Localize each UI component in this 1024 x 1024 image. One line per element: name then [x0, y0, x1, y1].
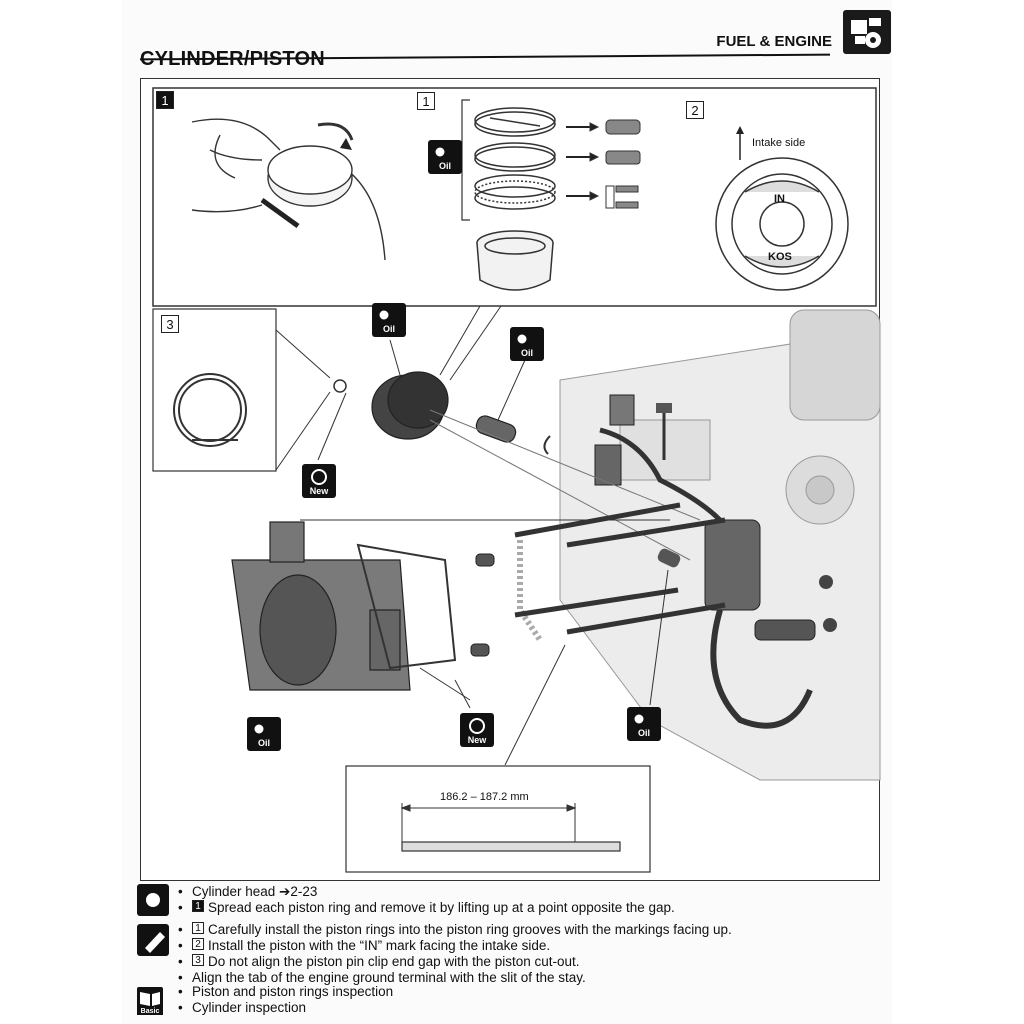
callout-1-solid: 1 — [156, 91, 174, 109]
callout-3-outline: 3 — [161, 315, 179, 333]
new-badge-label: New — [309, 486, 329, 496]
piston-top-view-illustration — [715, 157, 849, 291]
stud-length-detail-box — [345, 765, 651, 873]
piston-pin-clip-illustration — [173, 373, 247, 447]
oil-badge-piston — [372, 303, 406, 337]
hands-removing-ring-illustration — [191, 118, 386, 261]
oil-badge-label: Oil — [438, 161, 451, 171]
stud-length-dimension: 186.2 – 187.2 mm — [440, 791, 529, 803]
oil-badge-rings — [428, 140, 462, 174]
detail-box-clip — [152, 308, 277, 472]
oil-badge-icons — [247, 140, 661, 751]
new-badge-icons — [302, 464, 494, 747]
intake-side-label: Intake side — [752, 137, 806, 149]
ring-mark-kos: KOS — [768, 251, 792, 263]
piston-main-illustration — [371, 371, 517, 443]
oil-badge-label: Oil — [382, 324, 395, 334]
oil-badge-pin — [510, 327, 544, 361]
oil-badge-stud — [627, 707, 661, 741]
direction-arrow — [260, 197, 300, 229]
ring-mark-in: IN — [774, 193, 785, 205]
note-line: •Piston and piston rings inspection — [178, 984, 394, 999]
oil-badge-label: Oil — [257, 738, 270, 748]
new-badge-gasket — [460, 713, 494, 747]
chapter-title: FUEL & ENGINE — [716, 33, 832, 50]
piston-illustration — [476, 230, 554, 291]
oil-badge-label: Oil — [520, 348, 533, 358]
stud-dimension-illustration — [400, 803, 621, 852]
note-line: •Cylinder head ➔2-23 — [178, 884, 318, 899]
ring-profile-illustration — [566, 119, 641, 209]
callout-2-outline: 2 — [686, 101, 704, 119]
section-title: CYLINDER/PISTON — [140, 48, 325, 70]
callout-1-outline: 1 — [417, 92, 435, 110]
cylinder-block-illustration — [231, 521, 411, 691]
oil-badge-label: Oil — [637, 728, 650, 738]
engine-chapter-icon — [843, 10, 891, 54]
note-line: •Align the tab of the engine ground term… — [178, 970, 586, 985]
oil-badge-cylinder — [247, 717, 281, 751]
new-badge-label: New — [467, 735, 487, 745]
basic-manual-label: Basic — [137, 1008, 163, 1015]
piston-ring-stack-illustration — [474, 107, 556, 210]
note-line: •Cylinder inspection — [178, 1000, 307, 1015]
new-badge-clip — [302, 464, 336, 498]
ignition-coil-wiring-illustration — [594, 394, 816, 729]
